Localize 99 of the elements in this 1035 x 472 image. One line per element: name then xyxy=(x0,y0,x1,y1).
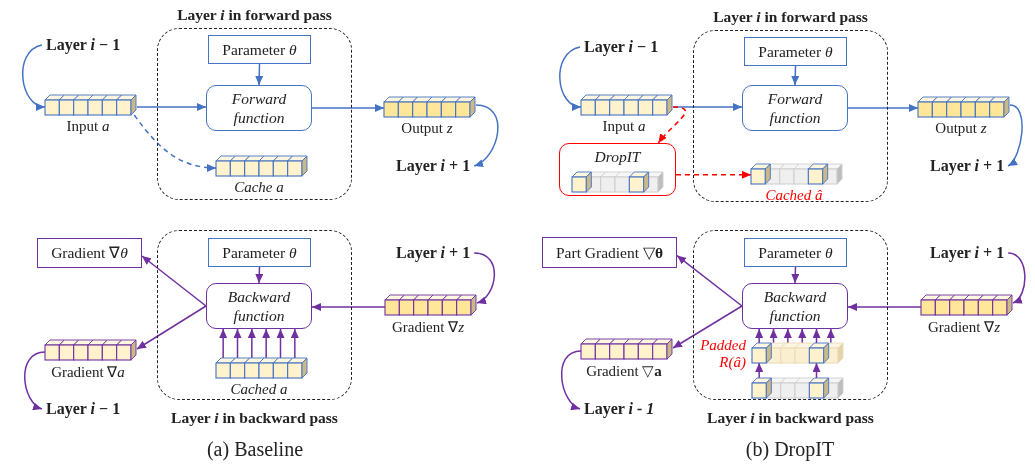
box-label: DropIT xyxy=(594,147,641,167)
arrow xyxy=(812,328,821,344)
process-box xyxy=(744,238,847,267)
arrow xyxy=(559,46,582,110)
box-label: Parameter θ xyxy=(222,242,297,263)
container-title: Layer i in forward pass xyxy=(177,6,332,24)
layer-label: Layer i - 1 xyxy=(580,400,659,418)
tensor-caption: Gradient ∇z xyxy=(391,318,465,336)
box-label: Forward function xyxy=(230,88,288,128)
tensor-drawing xyxy=(918,97,1010,117)
tensor-drawing xyxy=(752,343,844,363)
tensor-caption: Input a xyxy=(602,118,646,135)
arrow xyxy=(136,305,207,350)
arrow xyxy=(675,170,752,179)
arrow xyxy=(290,328,299,359)
arrow xyxy=(473,252,496,304)
box-label: Parameter θ xyxy=(222,39,297,60)
function-box xyxy=(742,85,848,131)
tensor-caption: Cached a xyxy=(230,381,288,398)
arrow xyxy=(791,266,800,284)
arrow xyxy=(561,350,582,410)
arrow xyxy=(473,104,499,167)
box-label: Part Gradient ▽θ xyxy=(555,242,663,263)
layer-label: Layer i − 1 xyxy=(580,38,663,56)
box-label: Parameter θ xyxy=(758,41,833,62)
arrow xyxy=(22,44,46,110)
layer-label: Layer i + 1 xyxy=(926,244,1009,262)
arrow xyxy=(783,328,792,344)
arrow xyxy=(276,328,285,359)
process-box xyxy=(744,37,847,66)
process-box xyxy=(542,237,677,268)
box-label: Backward function xyxy=(762,286,828,326)
container-title: Layer i in forward pass xyxy=(713,8,868,26)
arrow xyxy=(311,104,385,112)
arrow xyxy=(657,106,686,144)
layer-label: Layer i + 1 xyxy=(926,157,1009,175)
arrow xyxy=(798,328,807,344)
tensor-drawing xyxy=(921,295,1013,315)
tensor-drawing xyxy=(385,295,477,315)
layer-label: Layer i − 1 xyxy=(42,400,125,418)
tensor-caption: Input a xyxy=(66,118,110,135)
tensor-drawing xyxy=(216,156,308,176)
arrow xyxy=(1007,252,1026,304)
tensor-drawing xyxy=(45,95,137,115)
process-box xyxy=(208,238,311,267)
layer-label: Layer i − 1 xyxy=(42,36,125,54)
arrow xyxy=(812,362,821,379)
tensor-drawing xyxy=(216,358,308,378)
tensor-drawing xyxy=(751,164,843,184)
process-box xyxy=(37,238,142,268)
container-title: Layer i in backward pass xyxy=(171,409,338,427)
tensor-caption: Gradient ∇a xyxy=(51,363,125,381)
tensor-drawing xyxy=(752,378,844,398)
arrow xyxy=(255,63,264,86)
layer-label: Layer i + 1 xyxy=(392,157,475,175)
arrow xyxy=(847,303,922,311)
box-label: Gradient ∇θ xyxy=(51,243,128,263)
tensor-caption: Gradient ▽a xyxy=(586,362,662,380)
arrow xyxy=(24,351,46,410)
arrow xyxy=(219,328,228,359)
arrow xyxy=(769,328,778,344)
tensor-drawing xyxy=(45,340,137,360)
tensor-caption: Cache a xyxy=(234,179,284,196)
arrow xyxy=(141,255,207,307)
arrow xyxy=(136,103,207,111)
function-box xyxy=(206,85,312,131)
arrow xyxy=(133,114,217,172)
figure-caption: (a) Baseline xyxy=(206,438,304,461)
tensor-drawing xyxy=(581,339,673,359)
tensor-caption: Output z xyxy=(935,120,987,137)
tensor-caption: Cached â xyxy=(765,187,823,204)
process-box xyxy=(208,35,311,64)
arrow xyxy=(247,328,256,359)
tensor-caption: Padded R(â) xyxy=(699,337,746,372)
method-box xyxy=(559,143,676,196)
tensor-drawing xyxy=(384,97,476,117)
arrow xyxy=(755,362,764,379)
container-title: Layer i in backward pass xyxy=(707,409,874,427)
arrow xyxy=(262,328,271,359)
function-box xyxy=(742,283,848,329)
box-label: Forward function xyxy=(766,88,824,128)
arrow xyxy=(1007,104,1023,167)
tensor-caption: Output z xyxy=(401,120,453,137)
tensor-drawing xyxy=(581,95,673,115)
arrow xyxy=(311,303,386,311)
figure-caption: (b) DropIT xyxy=(745,438,835,461)
arrow xyxy=(672,305,743,349)
tensor-caption: Gradient ∇z xyxy=(927,318,1001,336)
arrow xyxy=(255,266,264,284)
arrow xyxy=(676,254,743,307)
arrow xyxy=(847,104,919,112)
box-label: Backward function xyxy=(226,286,292,326)
arrow xyxy=(755,328,764,344)
layer-label: Layer i + 1 xyxy=(392,244,475,262)
box-label: Parameter θ xyxy=(758,242,833,263)
function-box xyxy=(206,283,312,329)
arrow xyxy=(826,328,835,344)
arrow xyxy=(791,65,800,86)
arrow xyxy=(233,328,242,359)
